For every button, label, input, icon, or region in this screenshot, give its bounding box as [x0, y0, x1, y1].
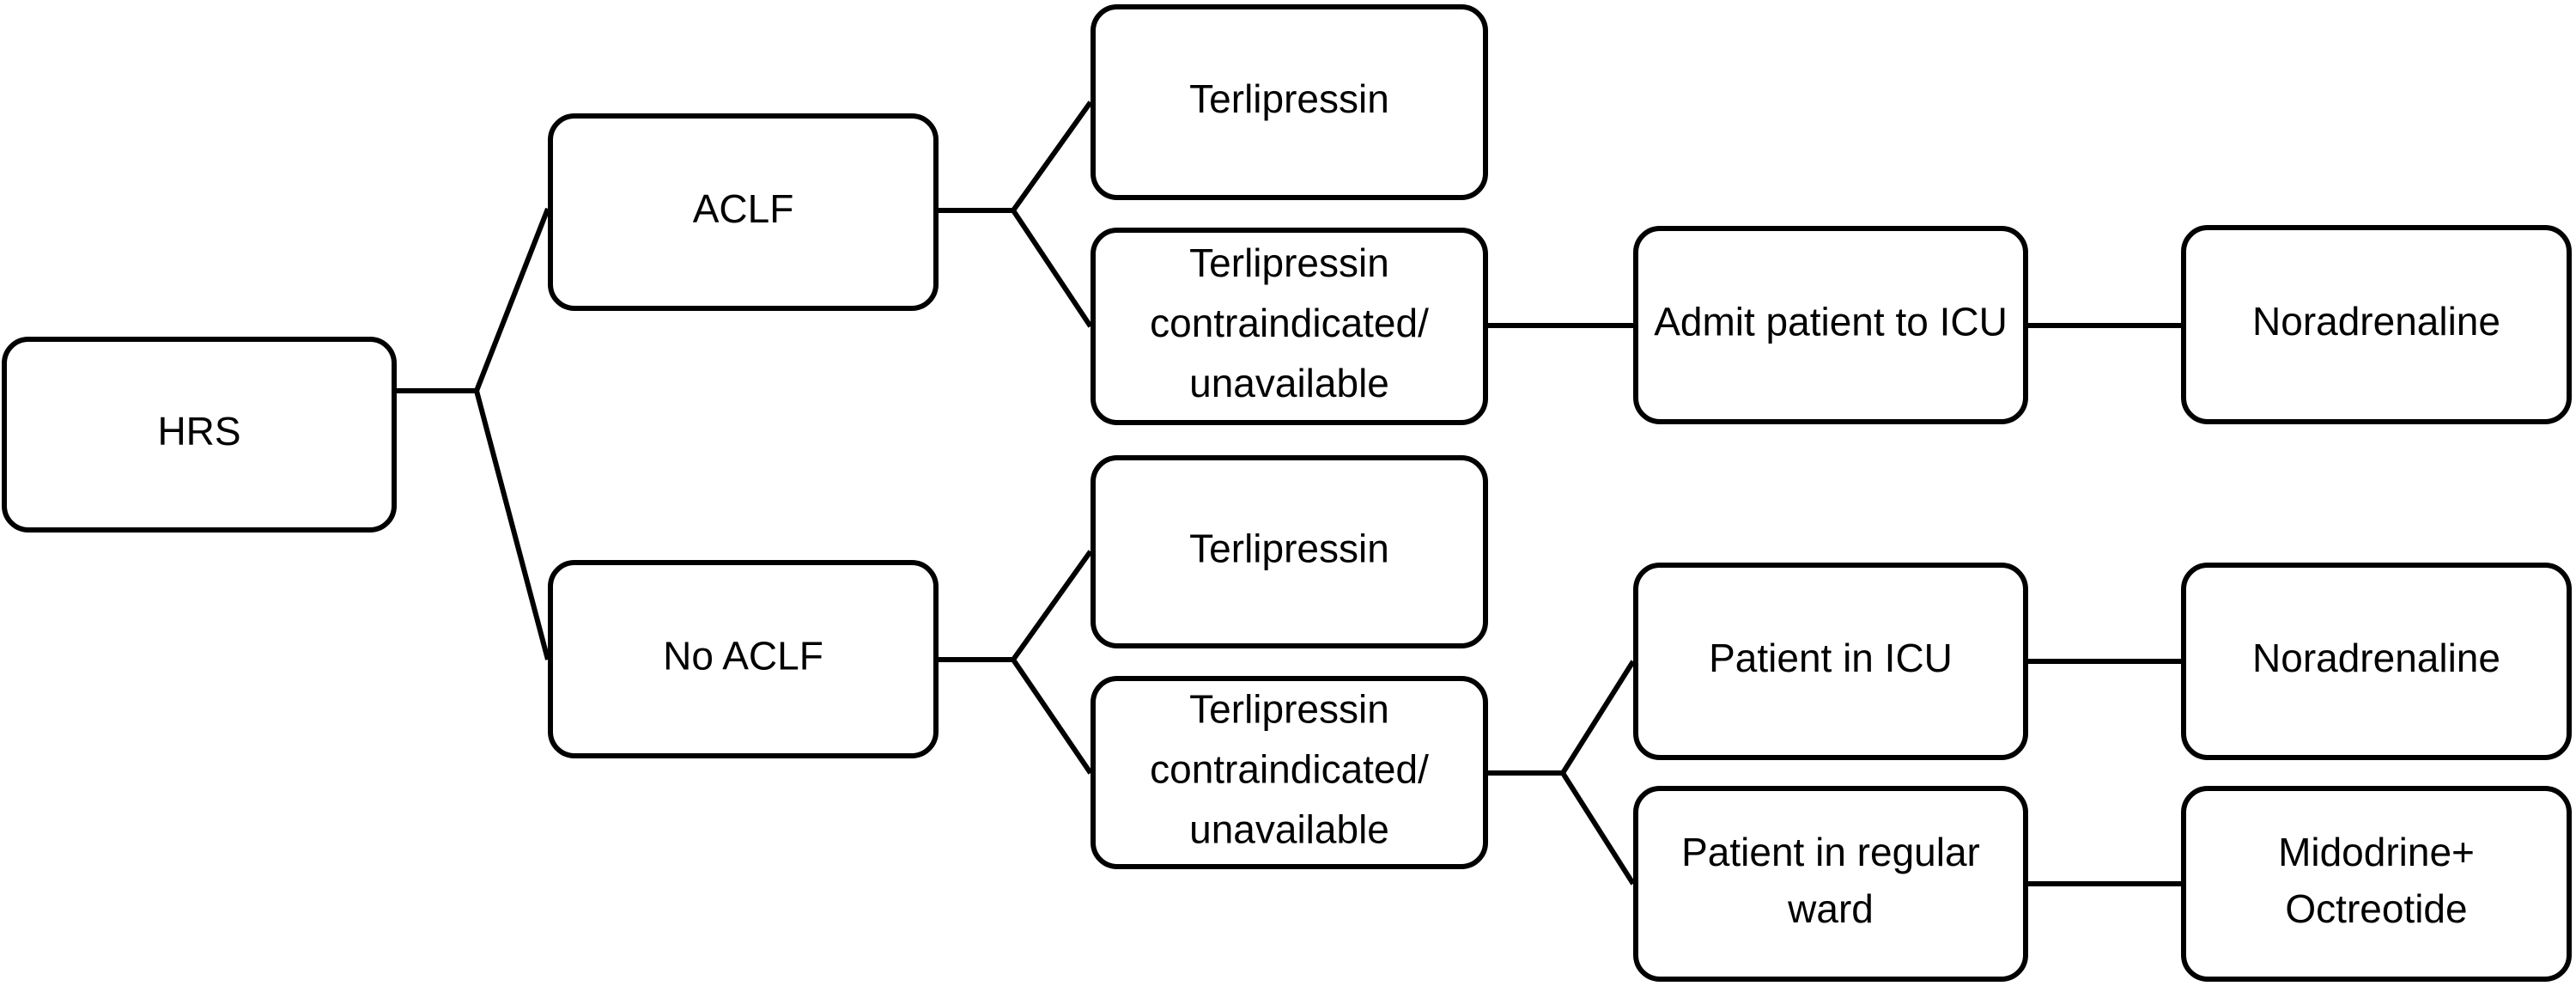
node-aclf[interactable]: ACLF — [548, 113, 939, 311]
node-noradrenaline_top[interactable]: Noradrenaline — [2181, 225, 2572, 424]
node-label-midodrine_octreotide: Midodrine+ Octreotide — [2278, 830, 2475, 931]
connector-aclf-to-terli_aclf — [939, 100, 1093, 213]
node-label-patient_ward: Patient in regular ward — [1681, 830, 1980, 931]
node-no_aclf[interactable]: No ACLF — [548, 560, 939, 758]
node-box-hrs[interactable] — [2, 337, 397, 533]
node-label-hrs: HRS — [157, 409, 240, 453]
node-midodrine_octreotide[interactable]: Midodrine+ Octreotide — [2181, 786, 2572, 982]
node-label-terli_aclf: Terlipressin — [1189, 76, 1389, 121]
connector-terli_ci_noaclf-to-patient_ward — [1488, 770, 1636, 886]
node-label-line: HRS — [157, 409, 240, 453]
node-patient_ward[interactable]: Patient in regular ward — [1633, 786, 2028, 982]
node-box-terli_noaclf[interactable] — [1091, 455, 1488, 648]
node-label-line: unavailable — [1189, 361, 1389, 405]
node-box-noradrenaline_mid[interactable] — [2181, 563, 2572, 760]
node-label-line: Terlipressin — [1189, 76, 1389, 121]
node-label-line: contraindicated/ — [1150, 747, 1429, 792]
node-label-admit_icu: Admit patient to ICU — [1654, 300, 2008, 344]
node-label-line: contraindicated/ — [1150, 301, 1429, 345]
node-box-patient_ward[interactable] — [1633, 786, 2028, 982]
node-label-line: Terlipressin — [1189, 240, 1389, 285]
node-terli_noaclf[interactable]: Terlipressin — [1091, 455, 1488, 648]
node-box-admit_icu[interactable] — [1633, 226, 2028, 424]
node-box-patient_icu[interactable] — [1633, 563, 2028, 760]
connector-aclf-to-terli_ci_aclf — [939, 208, 1093, 328]
node-label-line: Octreotide — [2285, 886, 2467, 931]
node-label-line: unavailable — [1189, 807, 1389, 852]
node-label-line: Midodrine+ — [2278, 830, 2475, 874]
node-hrs[interactable]: HRS — [2, 337, 397, 533]
node-label-noradrenaline_top: Noradrenaline — [2252, 299, 2500, 344]
connector-no_aclf-to-terli_noaclf — [939, 550, 1093, 662]
node-terli_ci_aclf[interactable]: Terlipressin contraindicated/unavailable — [1091, 228, 1488, 425]
node-box-no_aclf[interactable] — [548, 560, 939, 758]
connector-terli_ci_noaclf-to-patient_icu — [1488, 660, 1636, 776]
node-box-terli_ci_noaclf[interactable] — [1091, 676, 1488, 869]
node-noradrenaline_mid[interactable]: Noradrenaline — [2181, 563, 2572, 760]
node-box-noradrenaline_top[interactable] — [2181, 225, 2572, 424]
node-box-terli_ci_aclf[interactable] — [1091, 228, 1488, 425]
node-label-line: Noradrenaline — [2252, 299, 2500, 344]
connector-hrs-to-no_aclf — [397, 388, 550, 660]
node-label-patient_icu: Patient in ICU — [1709, 636, 1953, 680]
node-label-line: No ACLF — [663, 634, 823, 679]
node-label-line: Admit patient to ICU — [1654, 300, 2008, 344]
node-patient_icu[interactable]: Patient in ICU — [1633, 563, 2028, 760]
connector-no_aclf-to-terli_ci_noaclf — [939, 657, 1093, 775]
node-label-line: ward — [1787, 886, 1874, 931]
node-label-line: ACLF — [693, 186, 794, 231]
node-label-line: Noradrenaline — [2252, 636, 2500, 680]
node-label-line: Patient in regular — [1681, 830, 1980, 874]
node-label-aclf: ACLF — [693, 186, 794, 231]
node-label-noradrenaline_mid: Noradrenaline — [2252, 636, 2500, 680]
node-box-midodrine_octreotide[interactable] — [2181, 786, 2572, 982]
node-box-terli_aclf[interactable] — [1091, 4, 1488, 200]
node-label-line: Patient in ICU — [1709, 636, 1953, 680]
node-box-aclf[interactable] — [548, 113, 939, 311]
node-label-line: Terlipressin — [1189, 687, 1389, 732]
node-label-terli_noaclf: Terlipressin — [1189, 526, 1389, 571]
connector-hrs-to-aclf — [397, 207, 550, 393]
node-terli_aclf[interactable]: Terlipressin — [1091, 4, 1488, 200]
node-label-line: Terlipressin — [1189, 526, 1389, 571]
edges-layer — [397, 100, 2181, 886]
node-label-terli_ci_noaclf: Terlipressin contraindicated/unavailable — [1150, 687, 1429, 852]
node-admit_icu[interactable]: Admit patient to ICU — [1633, 226, 2028, 424]
node-label-terli_ci_aclf: Terlipressin contraindicated/unavailable — [1150, 240, 1429, 405]
node-terli_ci_noaclf[interactable]: Terlipressin contraindicated/unavailable — [1091, 676, 1488, 869]
node-label-no_aclf: No ACLF — [663, 634, 823, 679]
